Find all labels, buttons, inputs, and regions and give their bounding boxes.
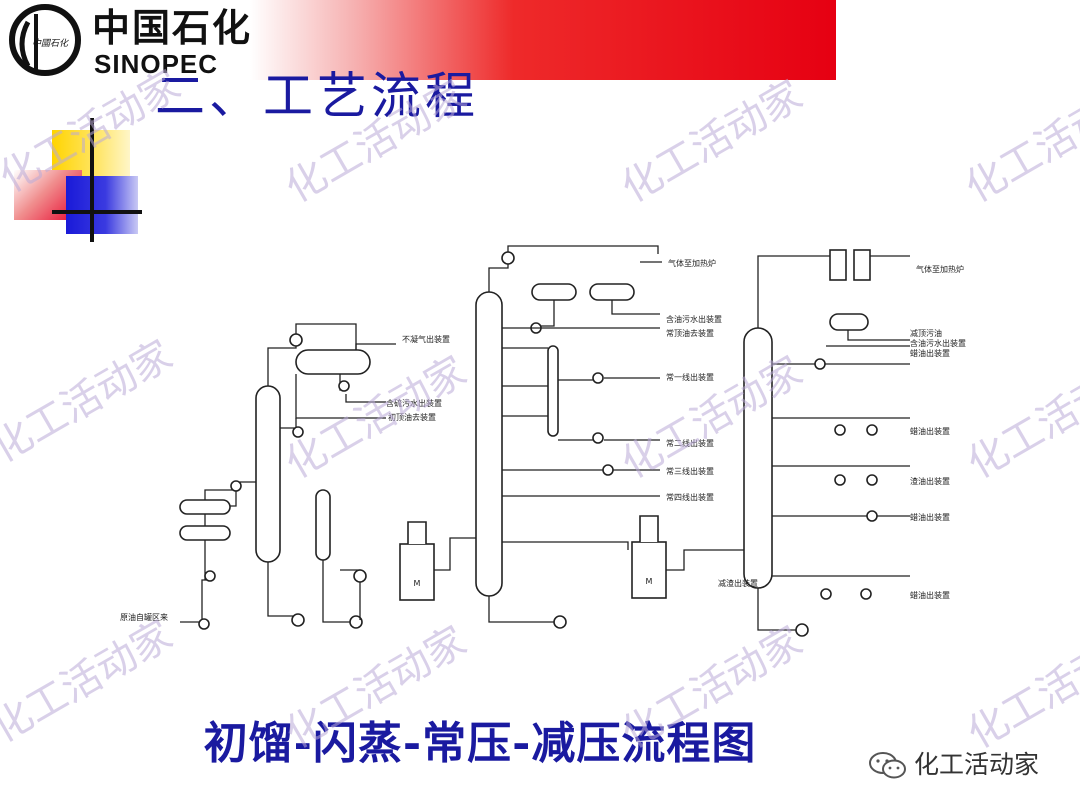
label-gas-to-furnace-1: 气体至加热炉 bbox=[668, 258, 716, 268]
vac-side-valve bbox=[834, 474, 846, 486]
initial-distillation-tower bbox=[255, 385, 281, 563]
tower-bottom-pump bbox=[291, 613, 305, 627]
label-vac-top-oil: 减顶污油 bbox=[910, 328, 942, 338]
atmospheric-furnace bbox=[399, 543, 435, 601]
vacuum-ejector bbox=[829, 249, 847, 281]
label-gas-to-furnace-2: 气体至加热炉 bbox=[916, 264, 964, 274]
vac-side-valve bbox=[834, 424, 846, 436]
vac-reflux-drum bbox=[829, 313, 869, 331]
heat-exchanger bbox=[179, 499, 231, 515]
vac-side-valve bbox=[866, 424, 878, 436]
furnace-stack bbox=[407, 521, 427, 544]
reflux-drum-boot bbox=[338, 380, 350, 392]
label-vac-line-1: 蜡油出装置 bbox=[910, 348, 950, 358]
atm-condenser bbox=[501, 251, 515, 265]
brand-chinese: 中国石化 bbox=[92, 6, 253, 50]
page-title: 二、工艺流程 bbox=[155, 67, 479, 125]
header-red-banner bbox=[250, 0, 836, 80]
label-side-line-2: 常二线出装置 bbox=[666, 438, 714, 448]
vacuum-ejector bbox=[853, 249, 871, 281]
exchanger-valve bbox=[230, 480, 242, 492]
diagram-caption: 初馏-闪蒸-常压-减压流程图 bbox=[203, 718, 757, 769]
label-crude-in: 原油自罐区来 bbox=[120, 612, 168, 622]
atmospheric-tower bbox=[475, 291, 503, 597]
logo-text: 中國石化 bbox=[32, 38, 69, 49]
deco-vertical-line bbox=[90, 118, 94, 242]
vac-bottom-pump bbox=[795, 623, 809, 637]
atm-reflux-drum bbox=[531, 283, 577, 301]
label-side-line-4: 常四线出装置 bbox=[666, 492, 714, 502]
vac-side-valve bbox=[866, 510, 878, 522]
deco-blue-square bbox=[66, 176, 138, 234]
label-initial-top-oil: 初顶油去装置 bbox=[388, 412, 436, 422]
flash-valve bbox=[353, 569, 367, 583]
label-vac-line-2: 蜡油出装置 bbox=[910, 426, 950, 436]
label-sewage-out-2: 含硫污水出装置 bbox=[386, 398, 442, 408]
flash-drum bbox=[315, 489, 331, 561]
label-residue: 减渣出装置 bbox=[718, 578, 758, 588]
atm-reflux-drum bbox=[589, 283, 635, 301]
process-flow-diagram: 不凝气出装置 含硫污水出装置 初顶油去装置 M 气体至加热炉 含油污水出装置 bbox=[120, 245, 966, 637]
label-top-oil-1: 常顶油去装置 bbox=[666, 328, 714, 338]
wechat-icon bbox=[869, 752, 906, 779]
vac-side-valve bbox=[860, 588, 872, 600]
atm-bottom-pump bbox=[553, 615, 567, 629]
label-vac-line-5: 蜡油出装置 bbox=[910, 590, 950, 600]
brand-english: SINOPEC bbox=[94, 49, 219, 79]
vac-side-valve bbox=[866, 474, 878, 486]
reflux-drum bbox=[295, 349, 371, 375]
label-side-line-1: 常一线出装置 bbox=[666, 372, 714, 382]
vac-side-valve bbox=[814, 358, 826, 370]
flash-pump bbox=[349, 615, 363, 629]
furnace-stack bbox=[639, 515, 659, 542]
label-vac-line-4: 蜡油出装置 bbox=[910, 512, 950, 522]
deco-horizontal-line bbox=[52, 210, 142, 214]
label-sewage-out-3: 含油污水出装置 bbox=[910, 338, 966, 348]
vac-side-valve bbox=[820, 588, 832, 600]
stripper-valve bbox=[592, 432, 604, 444]
wechat-label: 化工活动家 bbox=[914, 750, 1040, 779]
reflux-pump bbox=[292, 426, 304, 438]
heat-exchanger bbox=[179, 525, 231, 541]
feed-pump bbox=[198, 618, 210, 630]
vacuum-tower bbox=[743, 327, 773, 589]
overhead-condenser bbox=[289, 333, 303, 347]
exchanger-valve bbox=[204, 570, 216, 582]
label-side-line-3: 常三线出装置 bbox=[666, 466, 714, 476]
vacuum-furnace bbox=[631, 541, 667, 599]
stripper-valve bbox=[592, 372, 604, 384]
sinopec-logo-icon: 中國石化 bbox=[9, 4, 81, 76]
label-vac-line-3: 渣油出装置 bbox=[910, 476, 950, 486]
furnace-mark: M bbox=[414, 579, 421, 588]
label-noncondensable-gas: 不凝气出装置 bbox=[402, 334, 450, 344]
side-stripper bbox=[547, 345, 559, 437]
label-sewage-out-1: 含油污水出装置 bbox=[666, 314, 722, 324]
furnace-mark: M bbox=[646, 577, 653, 586]
side-valve bbox=[602, 464, 614, 476]
